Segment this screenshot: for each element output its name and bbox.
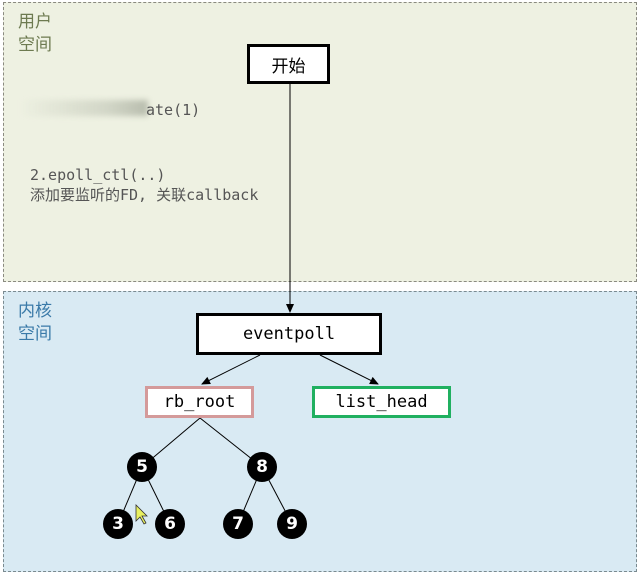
tree-node: 8 <box>247 452 277 482</box>
label-line: 内核 <box>18 301 52 321</box>
eventpoll-box: eventpoll <box>196 313 382 355</box>
label-line: 空间 <box>18 35 52 55</box>
rb-root-box: rb_root <box>145 386 254 418</box>
tree-node: 7 <box>223 509 253 539</box>
list-head-box: list_head <box>312 386 451 418</box>
kernel-space-label: 内核空间 <box>18 300 58 346</box>
tree-node: 9 <box>277 509 307 539</box>
tree-node: 6 <box>155 509 185 539</box>
label-line: 用户 <box>18 12 52 32</box>
step1-text: ate(1) <box>146 101 201 119</box>
label-line: 空间 <box>18 324 52 344</box>
tree-node: 5 <box>127 452 157 482</box>
step2-line1: 2.epoll_ctl(..) <box>30 166 166 184</box>
step2-line2: 添加要监听的FD, 关联callback <box>30 186 259 204</box>
user-space-label: 用户空间 <box>18 11 58 57</box>
tree-node: 3 <box>103 509 133 539</box>
arrow-eventpoll-to-listhead <box>319 354 379 385</box>
arrow-eventpoll-to-rbroot <box>201 354 261 385</box>
blurred-text <box>20 100 148 116</box>
start-node: 开始 <box>247 44 330 84</box>
